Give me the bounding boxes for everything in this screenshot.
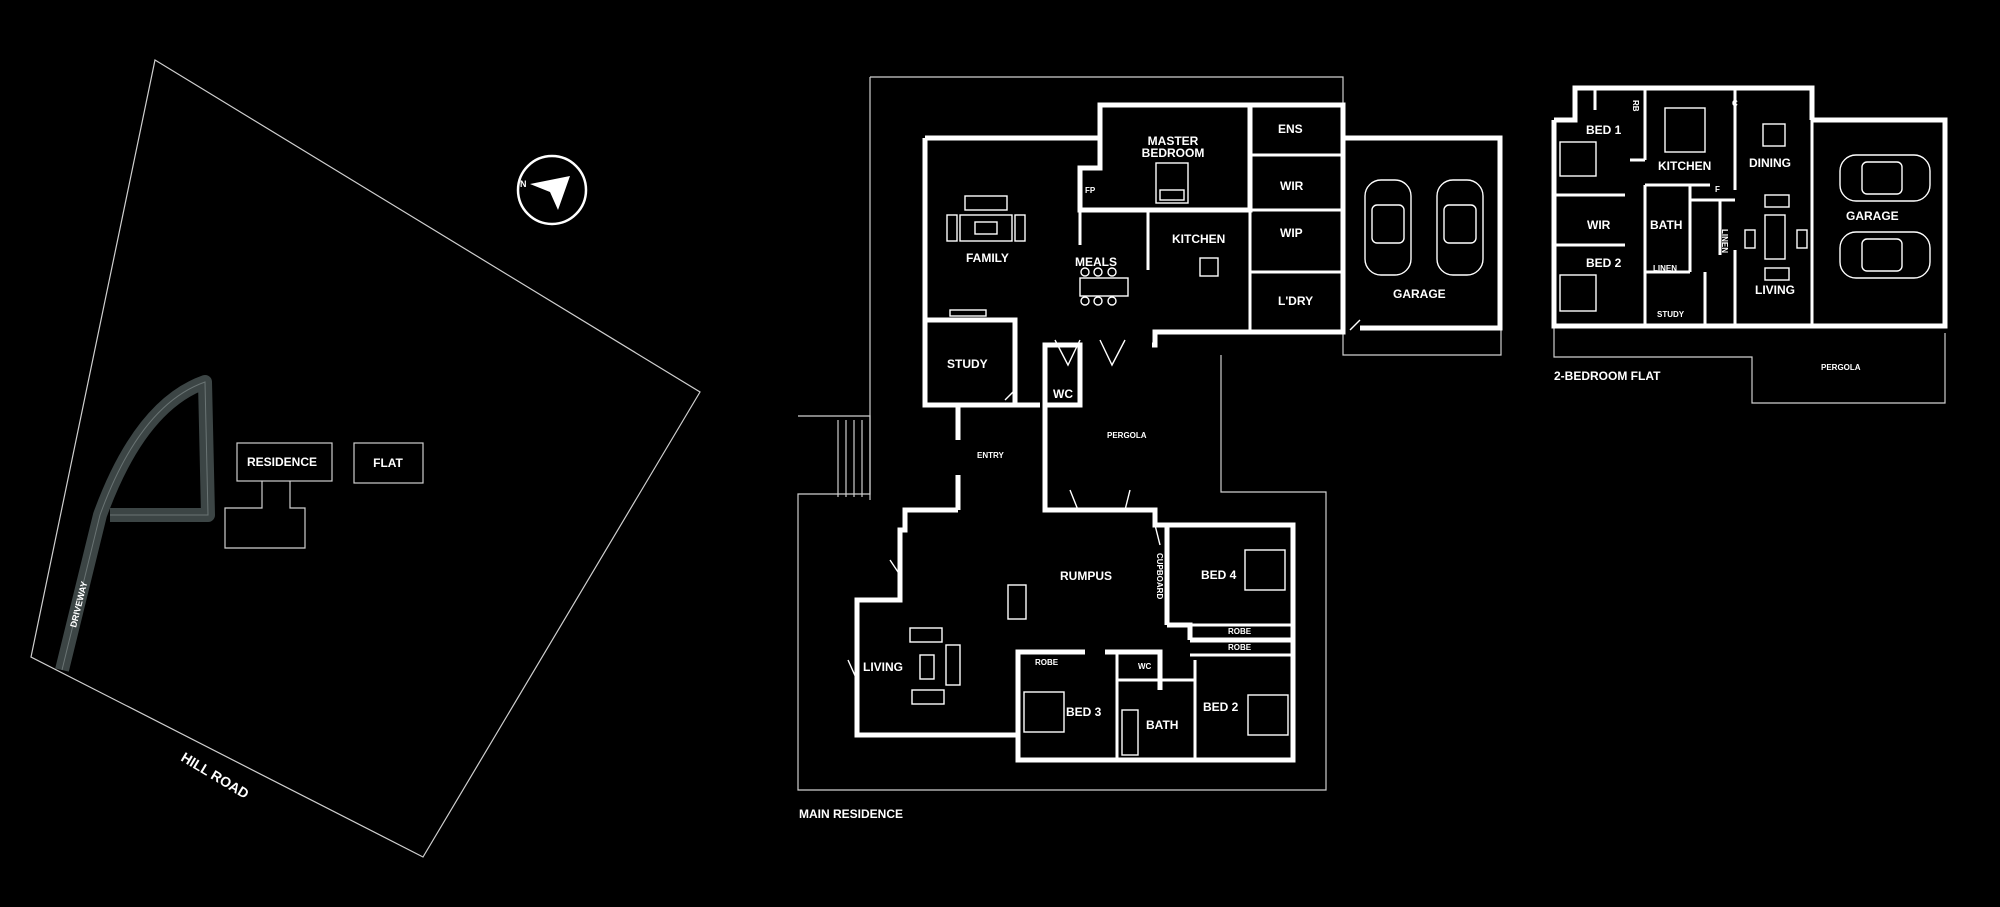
flat-wir-label: WIR	[1587, 218, 1611, 232]
north-arrow-icon: N	[516, 154, 588, 226]
garage-car-icon	[1364, 179, 1484, 276]
main-residence-caption: MAIN RESIDENCE	[799, 807, 903, 821]
ens-wir-wall	[1248, 105, 1343, 332]
pergola-label: PERGOLA	[1107, 431, 1147, 440]
master-bed-icon	[1155, 162, 1189, 204]
living-lounge-furniture-icon	[909, 627, 961, 705]
flat-kitchen-label: KITCHEN	[1658, 159, 1711, 173]
wc-label: WC	[1053, 387, 1073, 401]
flat-f-label: F	[1715, 185, 1720, 194]
bath-label: BATH	[1146, 718, 1178, 732]
flat-plan: BED 1 RB KITCHEN C DINING GARAGE WIR BAT…	[1551, 85, 1948, 404]
flat-garage-label: GARAGE	[1846, 209, 1899, 223]
flat-exterior-wall	[1551, 85, 1948, 329]
flat-rb-label: RB	[1631, 100, 1640, 112]
bathtub-icon	[1121, 709, 1139, 756]
deck-stairs	[798, 415, 871, 500]
entry-label: ENTRY	[977, 451, 1004, 460]
tv-unit-icon	[949, 309, 987, 317]
main-lot-outline	[797, 76, 1502, 791]
flat-furniture-icon	[1559, 107, 1808, 312]
kitchen-wall	[1078, 208, 1250, 334]
flat-footprint	[353, 442, 424, 484]
wip-label: WIP	[1280, 226, 1303, 240]
bed2-label: BED 2	[1203, 700, 1239, 714]
kitchen-island-icon	[1199, 257, 1219, 277]
robe-bed4-label: ROBE	[1228, 627, 1252, 636]
site-plan: RESIDENCE FLAT DRIVEWAY HILL ROAD N	[30, 59, 701, 858]
kitchen-label: KITCHEN	[1172, 232, 1225, 246]
flat-garage-car-icon	[1839, 154, 1931, 279]
flat-study-label: STUDY	[1657, 310, 1685, 319]
living-label: LIVING	[863, 660, 903, 674]
bed-interior-wall	[1115, 623, 1293, 760]
wc2-label: WC	[1138, 662, 1152, 671]
entry-corridor-wall	[955, 405, 1065, 513]
flat-c-label: C	[1732, 99, 1738, 108]
study-wall	[922, 317, 1018, 405]
ldry-label: L'DRY	[1278, 294, 1313, 308]
site-boundary	[30, 59, 701, 858]
study-label: STUDY	[947, 357, 988, 371]
flat-lot-outline	[1553, 328, 1946, 404]
road-label: HILL ROAD	[178, 749, 251, 802]
robe-bed3-label: ROBE	[1035, 658, 1059, 667]
wir-label: WIR	[1280, 179, 1304, 193]
wc-wall	[1042, 342, 1083, 408]
flat-linen-label: LINEN	[1653, 264, 1677, 273]
residence-footprint-base	[224, 481, 306, 549]
meals-label: MEALS	[1075, 255, 1117, 269]
flat-linen-vertical-label: LINEN	[1720, 229, 1729, 253]
family-label: FAMILY	[966, 251, 1009, 265]
residence-label: RESIDENCE	[247, 455, 317, 469]
main-garage-label: GARAGE	[1393, 287, 1446, 301]
robe-bed2-label: ROBE	[1228, 643, 1252, 652]
flat-label: FLAT	[373, 456, 403, 470]
flat-living-label: LIVING	[1755, 283, 1795, 297]
bed4-label: BED 4	[1201, 568, 1237, 582]
rumpus-table-icon	[1007, 584, 1027, 620]
family-lounge-furniture-icon	[946, 195, 1026, 242]
driveway-edge	[61, 381, 209, 671]
door-swings	[847, 319, 1361, 681]
bed4-wall	[1015, 522, 1296, 763]
svg-text:N: N	[520, 179, 527, 189]
rumpus-wall	[854, 507, 1193, 760]
flat-caption: 2-BEDROOM FLAT	[1554, 369, 1661, 383]
flat-bed1-label: BED 1	[1586, 123, 1622, 137]
fp-label: FP	[1085, 186, 1096, 195]
flat-bath-label: BATH	[1650, 218, 1682, 232]
flat-interior-wall	[1554, 90, 1814, 326]
driveway	[55, 375, 215, 672]
meals-table-icon	[1079, 267, 1129, 306]
flat-dining-label: DINING	[1749, 156, 1791, 170]
flat-pergola-label: PERGOLA	[1821, 363, 1861, 372]
flat-bed2-label: BED 2	[1586, 256, 1622, 270]
bed3-label: BED 3	[1066, 705, 1102, 719]
rumpus-label: RUMPUS	[1060, 569, 1112, 583]
ens-label: ENS	[1278, 122, 1303, 136]
garage-wall	[1343, 135, 1503, 331]
residence-footprint	[236, 442, 333, 482]
cupboard-label: CUPBOARD	[1155, 553, 1164, 599]
bed-icon	[1023, 549, 1289, 736]
